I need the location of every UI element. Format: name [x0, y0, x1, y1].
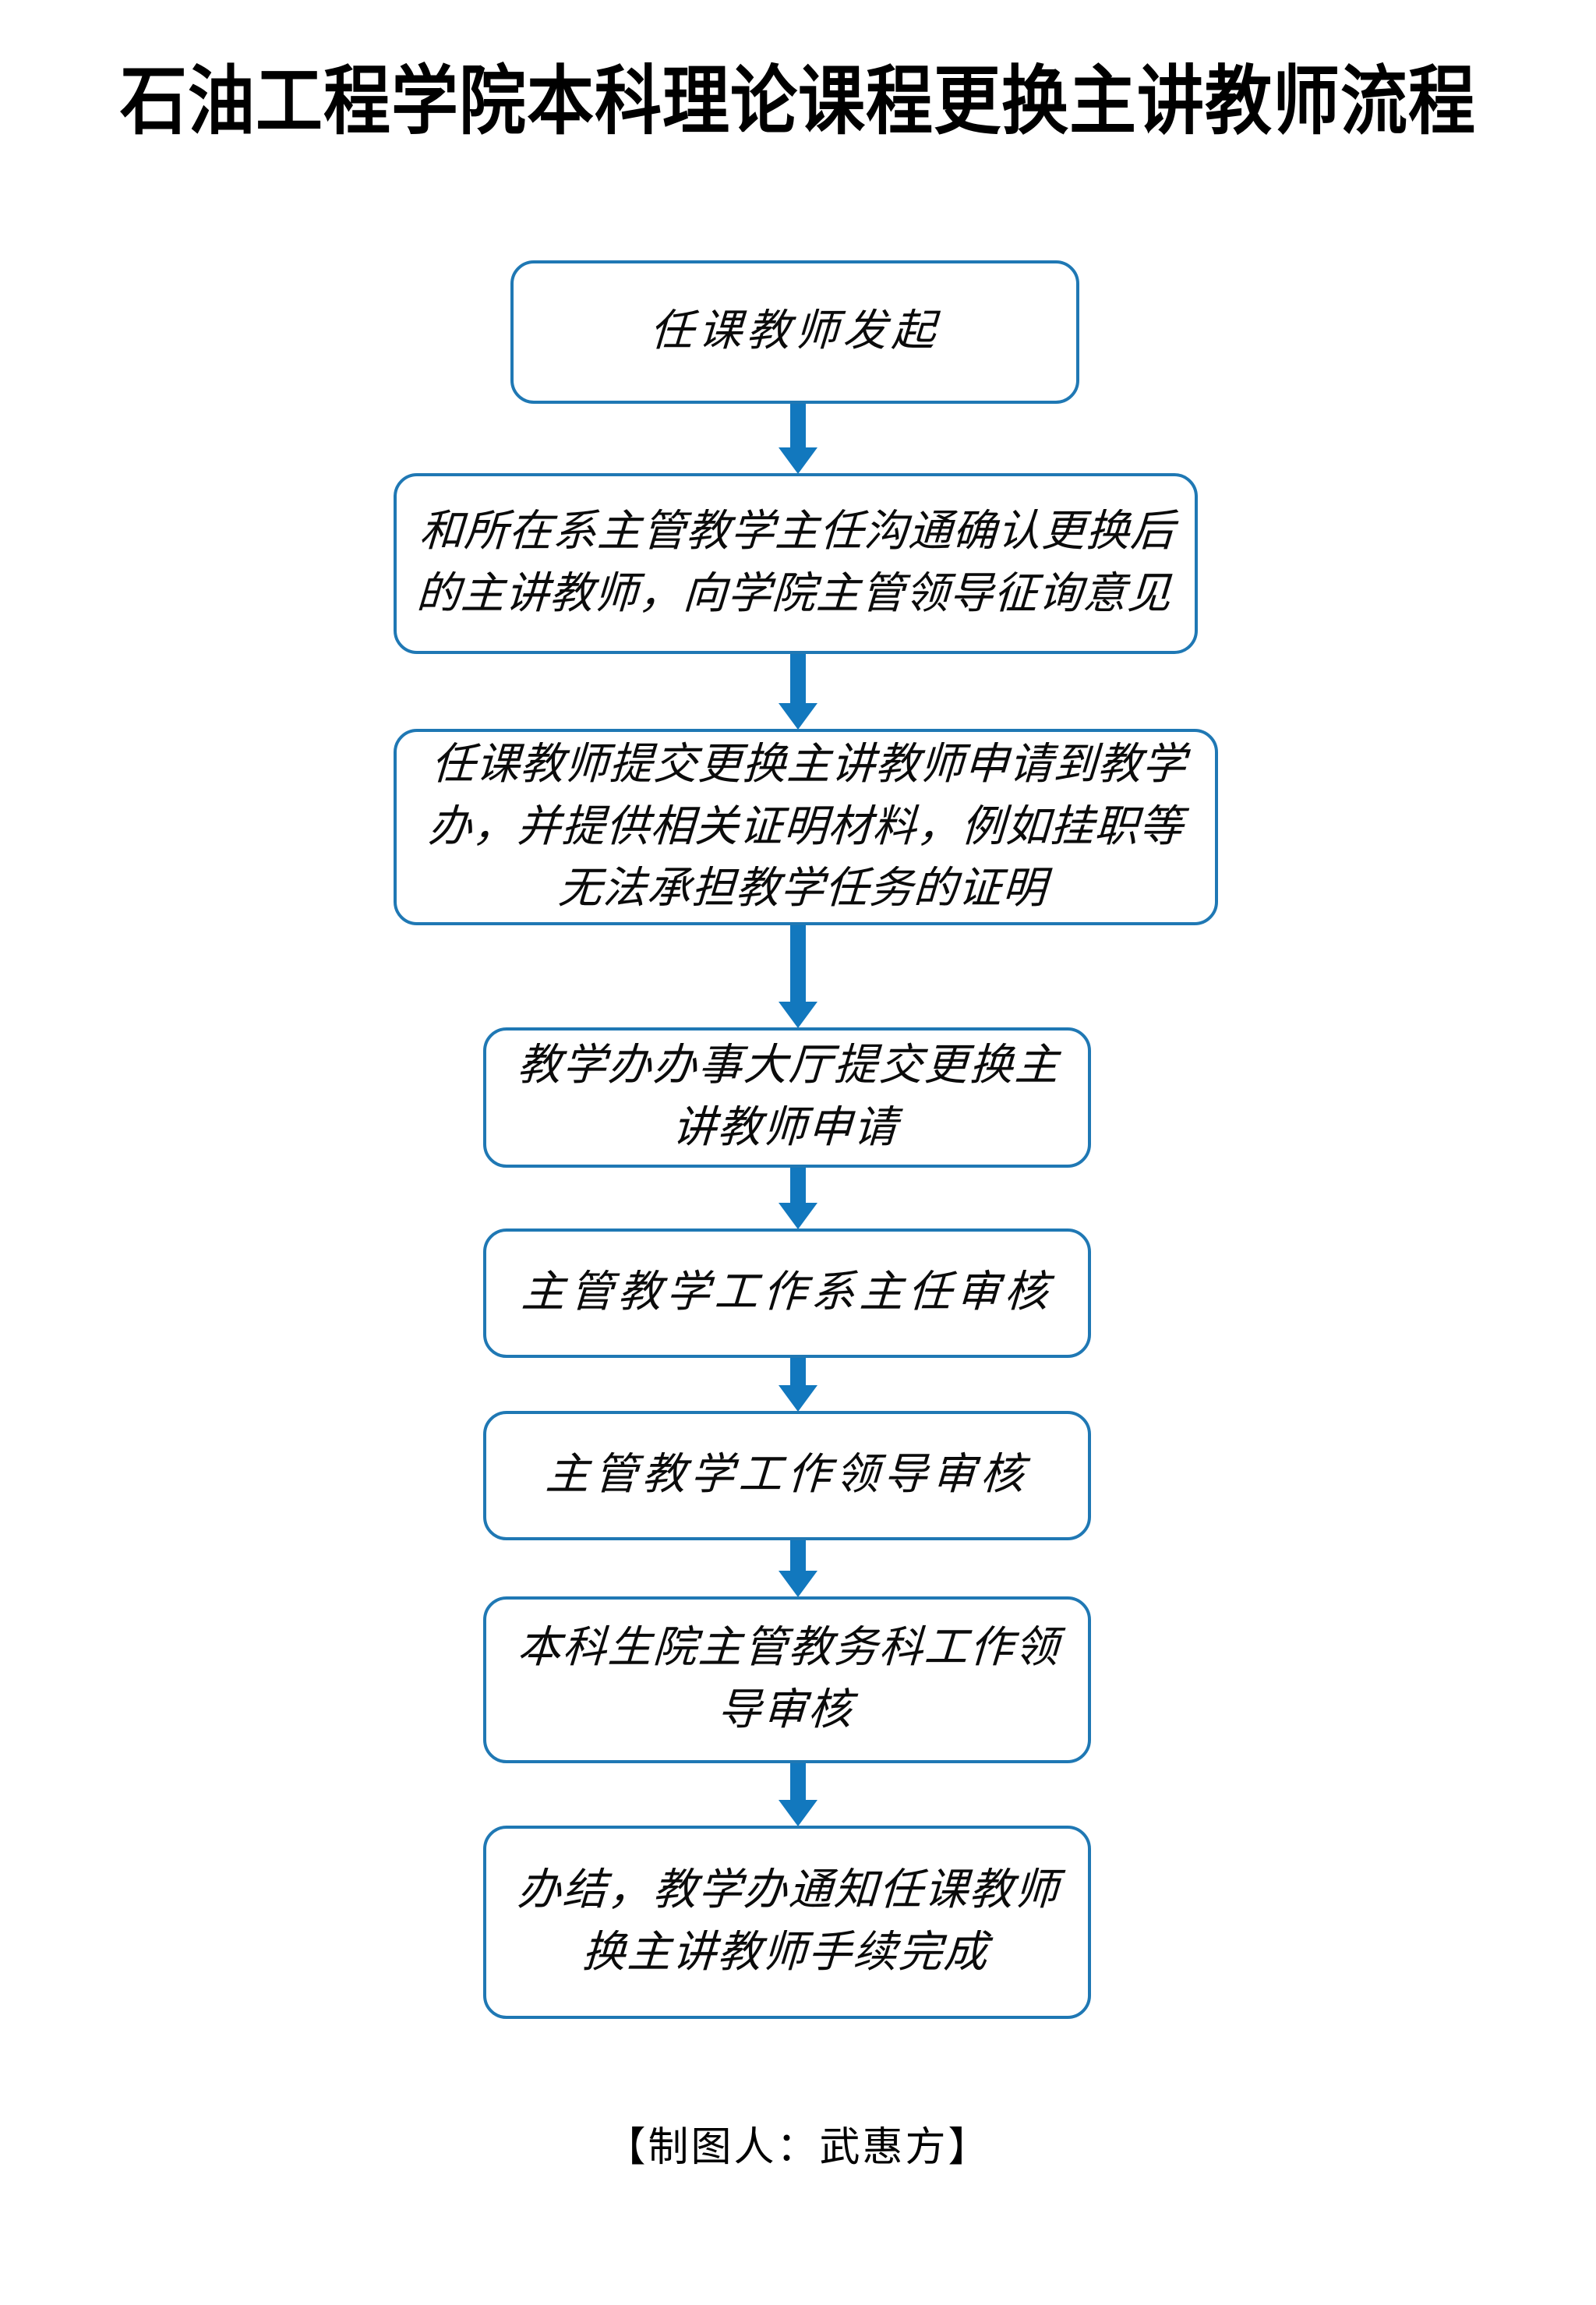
arrow-shaft	[790, 404, 806, 447]
arrow-head-down-icon	[779, 1203, 817, 1229]
flow-node-label: 主管教学工作系主任审核	[520, 1268, 1054, 1317]
arrow-shaft	[790, 1358, 806, 1385]
arrow-head-down-icon	[779, 1385, 817, 1412]
flow-node-step-6[interactable]: 主管教学工作领导审核	[483, 1411, 1091, 1540]
flow-node-step-4[interactable]: 教学办办事大厅提交更换主讲教师申请	[483, 1027, 1091, 1168]
page-title: 石油工程学院本科理论课程更换主讲教师流程	[120, 59, 1476, 144]
flow-arrow-6-to-7	[0, 1540, 1596, 1597]
flow-node-step-2[interactable]: 和所在系主管教学主任沟通确认更换后的主讲教师，向学院主管领导征询意见	[394, 473, 1198, 654]
author-credit: 【制图人：武惠方】	[605, 2125, 991, 2170]
flow-arrow-1-to-2	[0, 404, 1596, 474]
flow-node-label: 办结，教学办通知任课教师换主讲教师手续完成	[516, 1866, 1061, 1977]
flow-node-label: 本科生院主管教务科工作领导审核	[516, 1624, 1061, 1734]
flow-arrow-3-to-4	[0, 925, 1596, 1028]
flow-arrow-4-to-5	[0, 1168, 1596, 1229]
flow-node-label: 和所在系主管教学主任沟通确认更换后的主讲教师，向学院主管领导征询意见	[415, 507, 1177, 618]
arrow-shaft	[790, 654, 806, 703]
flow-arrow-7-to-8	[0, 1763, 1596, 1826]
flow-node-label: 任课教师提交更换主讲教师申请到教学办，并提供相关证明材料，例如挂职等无法承担教学…	[426, 740, 1188, 913]
flow-node-step-5[interactable]: 主管教学工作系主任审核	[483, 1229, 1091, 1358]
flow-node-label: 教学办办事大厅提交更换主讲教师申请	[516, 1041, 1061, 1152]
arrow-head-down-icon	[779, 1002, 817, 1028]
arrow-head-down-icon	[779, 447, 817, 474]
flow-arrow-2-to-3	[0, 654, 1596, 730]
arrow-head-down-icon	[779, 703, 817, 730]
flow-node-step-7[interactable]: 本科生院主管教务科工作领导审核	[483, 1596, 1091, 1763]
arrow-shaft	[790, 1763, 806, 1800]
flow-node-step-3[interactable]: 任课教师提交更换主讲教师申请到教学办，并提供相关证明材料，例如挂职等无法承担教学…	[394, 729, 1218, 925]
flow-node-step-8[interactable]: 办结，教学办通知任课教师换主讲教师手续完成	[483, 1826, 1091, 2019]
arrow-head-down-icon	[779, 1800, 817, 1826]
flow-node-label: 主管教学工作领导审核	[544, 1451, 1030, 1500]
arrow-shaft	[790, 1168, 806, 1203]
flow-node-step-1[interactable]: 任课教师发起	[510, 260, 1079, 404]
flow-arrow-5-to-6	[0, 1358, 1596, 1412]
arrow-shaft	[790, 1540, 806, 1571]
arrow-shaft	[790, 925, 806, 1002]
flow-node-label: 任课教师发起	[648, 307, 941, 356]
arrow-head-down-icon	[779, 1571, 817, 1597]
